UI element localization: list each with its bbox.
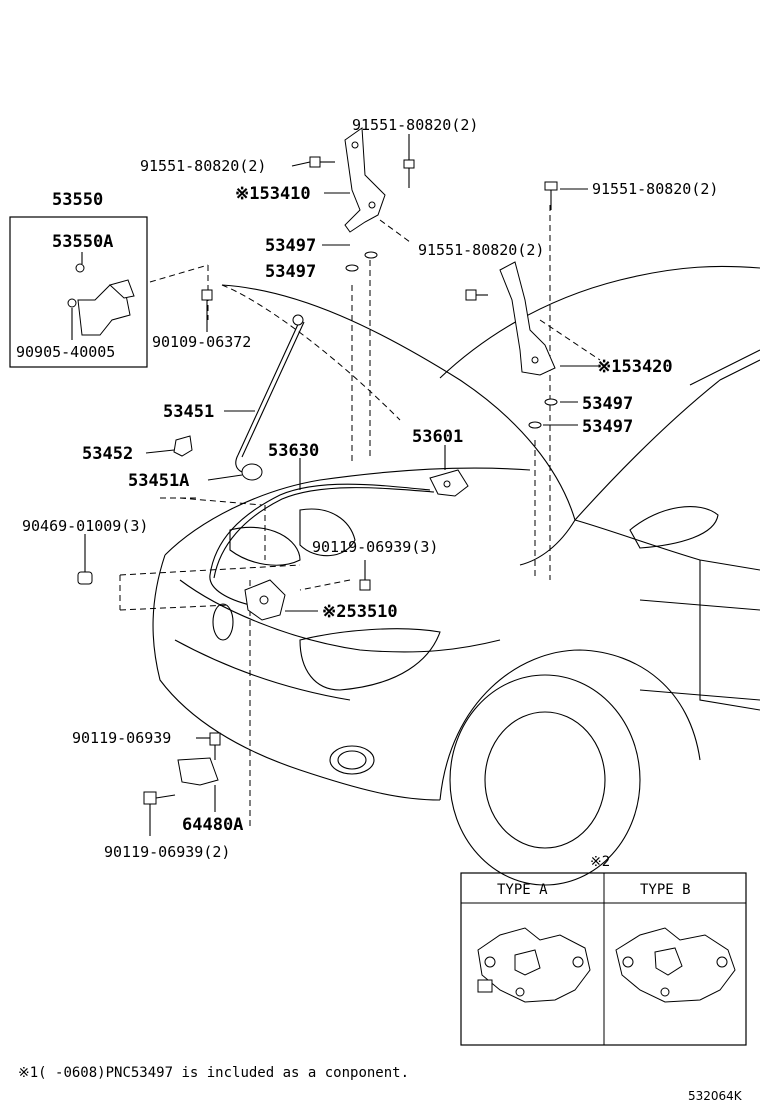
label-53497-c: 53497 [582, 394, 633, 414]
footnote: ※1( -0608)PNC53497 is included as a conp… [18, 1065, 409, 1081]
type-b-heading: TYPE B [640, 882, 691, 898]
hood-latch-53510 [244, 579, 286, 621]
label-53601: 53601 [412, 427, 463, 447]
label-90905: 90905-40005 [16, 343, 115, 361]
label-90109: 90109-06372 [152, 333, 251, 351]
washers-53497-left [345, 251, 378, 272]
figure-code: 532064K [688, 1089, 743, 1103]
leader-lines [71, 134, 598, 836]
inset-marker: ※2 [590, 854, 610, 870]
label-90119-3: 90119-06939(3) [312, 538, 438, 556]
label-53452: 53452 [82, 444, 133, 464]
release-cable-53630 [209, 483, 435, 606]
label-53497-b: 53497 [265, 262, 316, 282]
label-91551-mid: 91551-80820(2) [418, 241, 544, 259]
inset-box-53550 [9, 216, 148, 368]
label-64480A: 64480A [182, 815, 243, 835]
latch-type-b-drawing [615, 927, 736, 1003]
label-53497-d: 53497 [582, 417, 633, 437]
reference-lines [119, 205, 601, 830]
label-53550: 53550 [52, 190, 103, 210]
type-a-heading: TYPE A [497, 882, 548, 898]
bolt-90109 [201, 289, 213, 312]
bolt-91551-top [403, 159, 415, 188]
callout-labels: 91551-80820(2) 91551-80820(2) ※153410 91… [16, 116, 718, 861]
label-53550A: 53550A [52, 232, 113, 252]
label-91551-top: 91551-80820(2) [352, 116, 478, 134]
clip-53452 [173, 435, 193, 457]
bolt-91551-mid [465, 289, 488, 301]
hood-hinge-left [344, 127, 386, 233]
label-53497-a: 53497 [265, 236, 316, 256]
label-53420: ※153420 [597, 357, 673, 377]
label-53451: 53451 [163, 402, 214, 422]
latch-type-inset: ※2 TYPE A TYPE B [460, 854, 747, 1046]
label-91551-left: 91551-80820(2) [140, 157, 266, 175]
label-53510: ※253510 [322, 602, 398, 622]
hood-hinge-right [499, 261, 556, 376]
bolt-90119-2 [143, 791, 176, 805]
bolt-91551-left [309, 156, 335, 168]
grommet-90469 [77, 571, 93, 585]
label-53410: ※153410 [235, 184, 311, 204]
bolt-90119-3 [359, 560, 371, 591]
latch-type-a-drawing [477, 927, 591, 1003]
washers-53497-right [528, 398, 558, 429]
label-90119-single: 90119-06939 [72, 729, 171, 747]
label-91551-right: 91551-80820(2) [592, 180, 718, 198]
label-53630: 53630 [268, 441, 319, 461]
rod-holder-53451A [241, 463, 263, 481]
hood-lock-53601 [429, 469, 469, 497]
label-90469: 90469-01009(3) [22, 517, 148, 535]
label-90119-2: 90119-06939(2) [104, 843, 230, 861]
hood-lock-support-64480A [177, 732, 221, 786]
bolt-91551-right [544, 181, 558, 210]
label-53451A: 53451A [128, 471, 189, 491]
